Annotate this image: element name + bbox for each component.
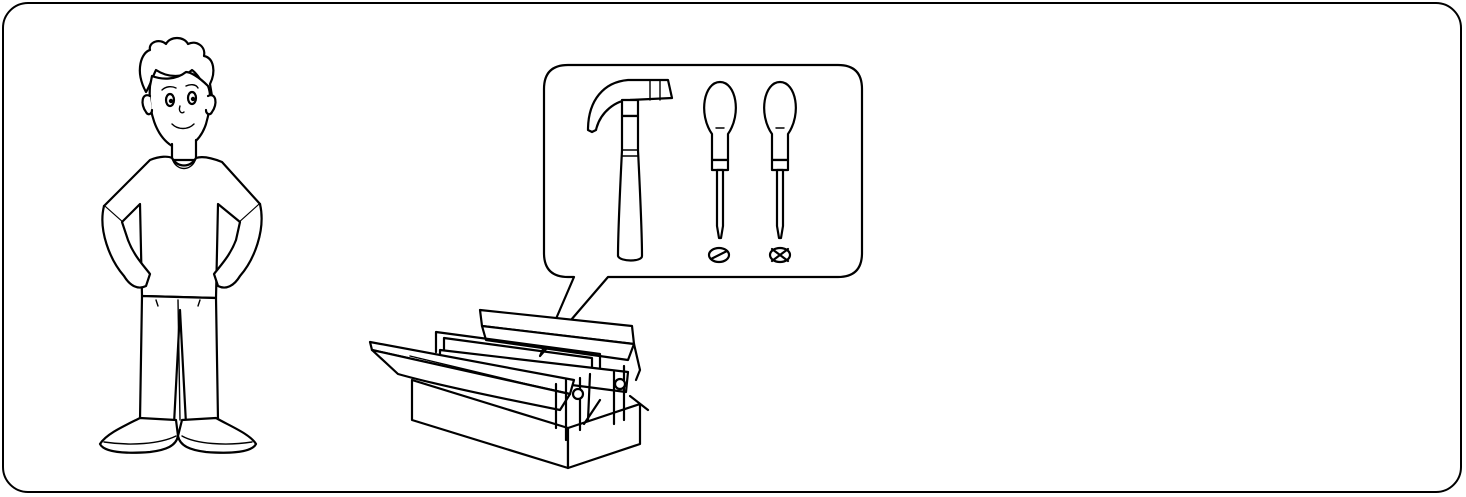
person-shoe-left bbox=[98, 416, 180, 454]
phillips-screwdriver bbox=[763, 80, 797, 264]
person-ear-left bbox=[141, 94, 154, 116]
hammer bbox=[586, 78, 674, 262]
person-mouth bbox=[171, 123, 195, 130]
hammer-handle bbox=[616, 114, 644, 262]
flat-head-tip-icon bbox=[707, 246, 731, 264]
person-ear-right bbox=[204, 94, 217, 116]
phillips-head-tip-icon bbox=[768, 246, 792, 264]
hammer-head bbox=[586, 78, 674, 134]
person-arm-right bbox=[212, 202, 263, 289]
callout-bubble bbox=[538, 63, 864, 358]
tool-box bbox=[368, 308, 650, 470]
person-figure bbox=[98, 36, 263, 454]
person-arm-left bbox=[101, 204, 152, 289]
person-hair bbox=[138, 36, 215, 98]
flat-screwdriver bbox=[703, 80, 737, 264]
person-shoe-right bbox=[176, 416, 258, 454]
tool-box-handle bbox=[434, 330, 602, 378]
